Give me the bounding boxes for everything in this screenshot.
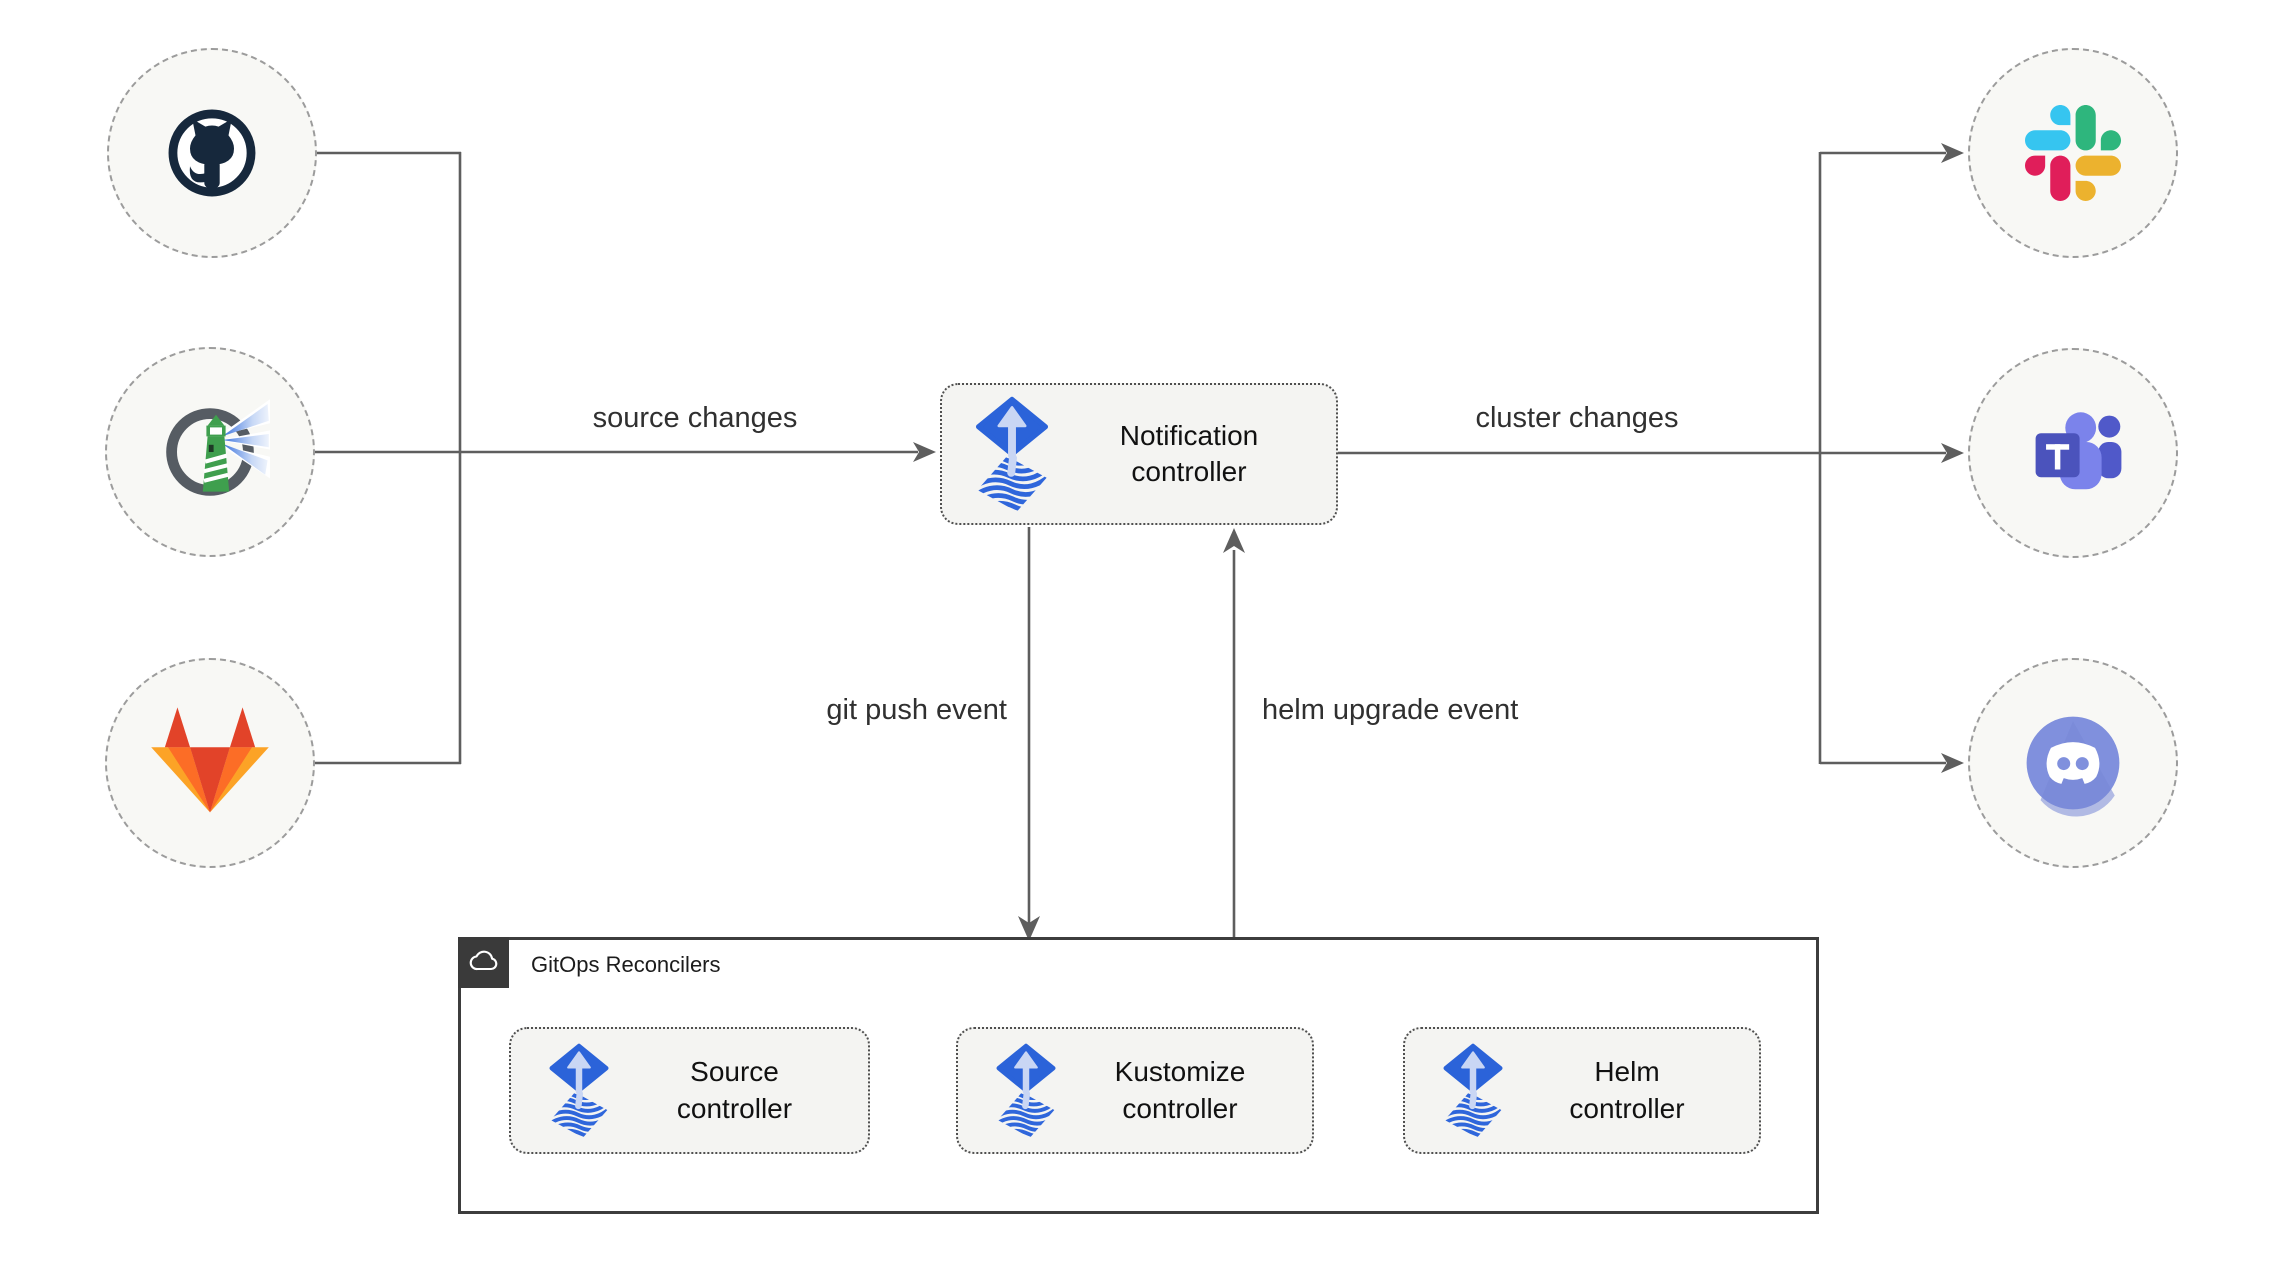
flux-icon bbox=[543, 1043, 615, 1138]
notification-controller-box: Notification controller bbox=[940, 383, 1338, 525]
notification-controller-label: Notification controller bbox=[1119, 419, 1259, 487]
slack-icon bbox=[2025, 105, 2121, 201]
flux-icon bbox=[968, 396, 1056, 512]
source-controller-label: Source controller bbox=[676, 1056, 793, 1124]
github-node bbox=[107, 48, 317, 258]
edge-label-helm-upgrade-event: helm upgrade event bbox=[1262, 694, 1519, 726]
flux-icon bbox=[1437, 1043, 1509, 1138]
source-controller-box: Source controller bbox=[509, 1027, 870, 1154]
gitops-reconcilers-group: GitOps Reconcilers Source controller Kus… bbox=[458, 937, 1819, 1214]
kustomize-controller-box: Kustomize controller bbox=[956, 1027, 1314, 1154]
gitlab-node bbox=[105, 658, 315, 868]
edge-label-cluster-changes: cluster changes bbox=[1475, 402, 1679, 434]
teams-icon bbox=[2035, 412, 2122, 490]
helm-controller-box: Helm controller bbox=[1403, 1027, 1761, 1154]
cloud-icon bbox=[469, 950, 497, 971]
discord-icon bbox=[2026, 716, 2120, 817]
gitlab-icon bbox=[151, 707, 269, 813]
kustomize-controller-label: Kustomize controller bbox=[1114, 1056, 1246, 1124]
flux-icon bbox=[990, 1043, 1062, 1138]
helm-controller-label: Helm controller bbox=[1569, 1056, 1685, 1124]
group-badge bbox=[458, 937, 509, 988]
harbor-node bbox=[105, 347, 315, 557]
slack-node bbox=[1968, 48, 2178, 258]
discord-node bbox=[1968, 658, 2178, 868]
teams-node bbox=[1968, 348, 2178, 558]
harbor-icon bbox=[166, 399, 270, 496]
edge-label-source-changes: source changes bbox=[592, 402, 798, 434]
edge-label-git-push-event: git push event bbox=[826, 694, 1007, 726]
github-icon bbox=[168, 109, 256, 197]
group-title: GitOps Reconcilers bbox=[531, 952, 721, 977]
